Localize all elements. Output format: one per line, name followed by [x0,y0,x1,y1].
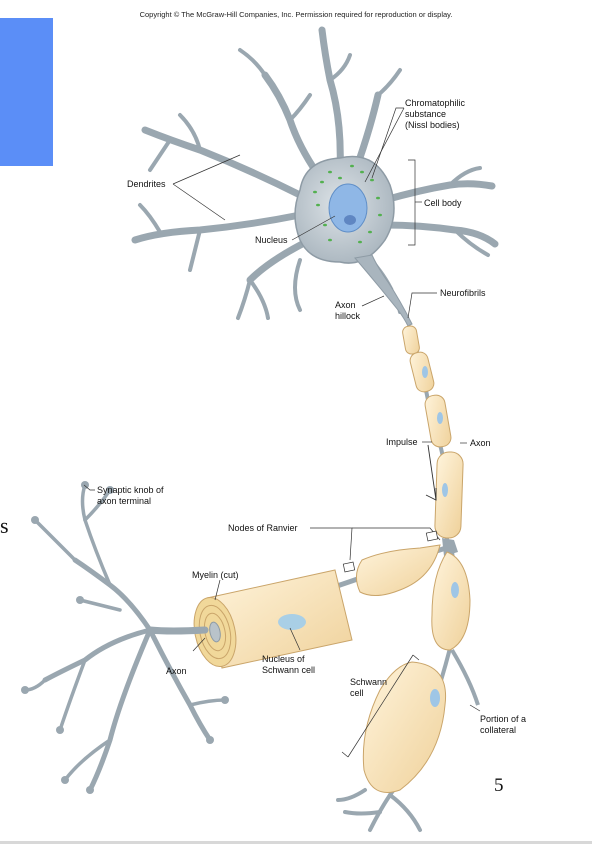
label-synaptic-2: axon terminal [97,496,151,506]
label-nucleus-schwann-2: Schwann cell [262,665,315,675]
node-markers [342,530,439,573]
label-cell-body: Cell body [424,198,462,208]
label-chromatophilic-1: Chromatophilic [405,98,466,108]
schwann-nucleus-upper [451,582,459,598]
label-collateral-2: collateral [480,725,516,735]
label-schwann-2: cell [350,688,364,698]
accent-tab [0,18,53,166]
label-axon-left: Axon [166,666,187,676]
label-chromatophilic-2: substance [405,109,446,119]
axon-end-branches [336,788,422,832]
label-nucleus-schwann-1: Nucleus of [262,654,305,664]
label-collateral-1: Portion of a [480,714,526,724]
label-nodes-of-ranvier: Nodes of Ranvier [228,523,298,533]
bottom-divider [0,841,592,844]
nucleolus [344,215,356,225]
label-myelin-cut: Myelin (cut) [192,570,239,580]
slide-number: 5 [494,775,504,796]
nucleus [328,183,368,233]
label-axon-hillock-2: hillock [335,311,361,321]
axon-terminal-branches [23,483,227,793]
schwann-cell [362,661,447,793]
leader-lines [83,107,481,758]
myelin-cut-segment [193,569,353,669]
synaptic-knobs [21,481,229,794]
schwann-segment-mid [356,544,441,596]
schwann-sheaths-upper [402,325,464,539]
copyright-notice: Copyright © The McGraw-Hill Companies, I… [139,10,453,19]
label-impulse: Impulse [386,437,418,447]
schwann-segment-lower-1 [431,551,471,651]
nissl-bodies [313,164,382,244]
collateral-branch [450,648,480,706]
stray-title-fragment: s [0,513,9,538]
branch-point [442,538,458,556]
label-axon-right: Axon [470,438,491,448]
labels: Chromatophilic substance (Nissl bodies) … [97,98,526,735]
label-axon-hillock-1: Axon [335,300,356,310]
schwann-nucleus [430,689,440,707]
label-nucleus: Nucleus [255,235,288,245]
schwann-nuclei-upper [422,366,448,497]
label-chromatophilic-3: (Nissl bodies) [405,120,460,130]
label-dendrites: Dendrites [127,179,166,189]
label-neurofibrils: Neurofibrils [440,288,486,298]
label-synaptic-1: Synaptic knob of [97,485,164,495]
axon-hillock [354,254,413,327]
label-schwann-1: Schwann [350,677,387,687]
